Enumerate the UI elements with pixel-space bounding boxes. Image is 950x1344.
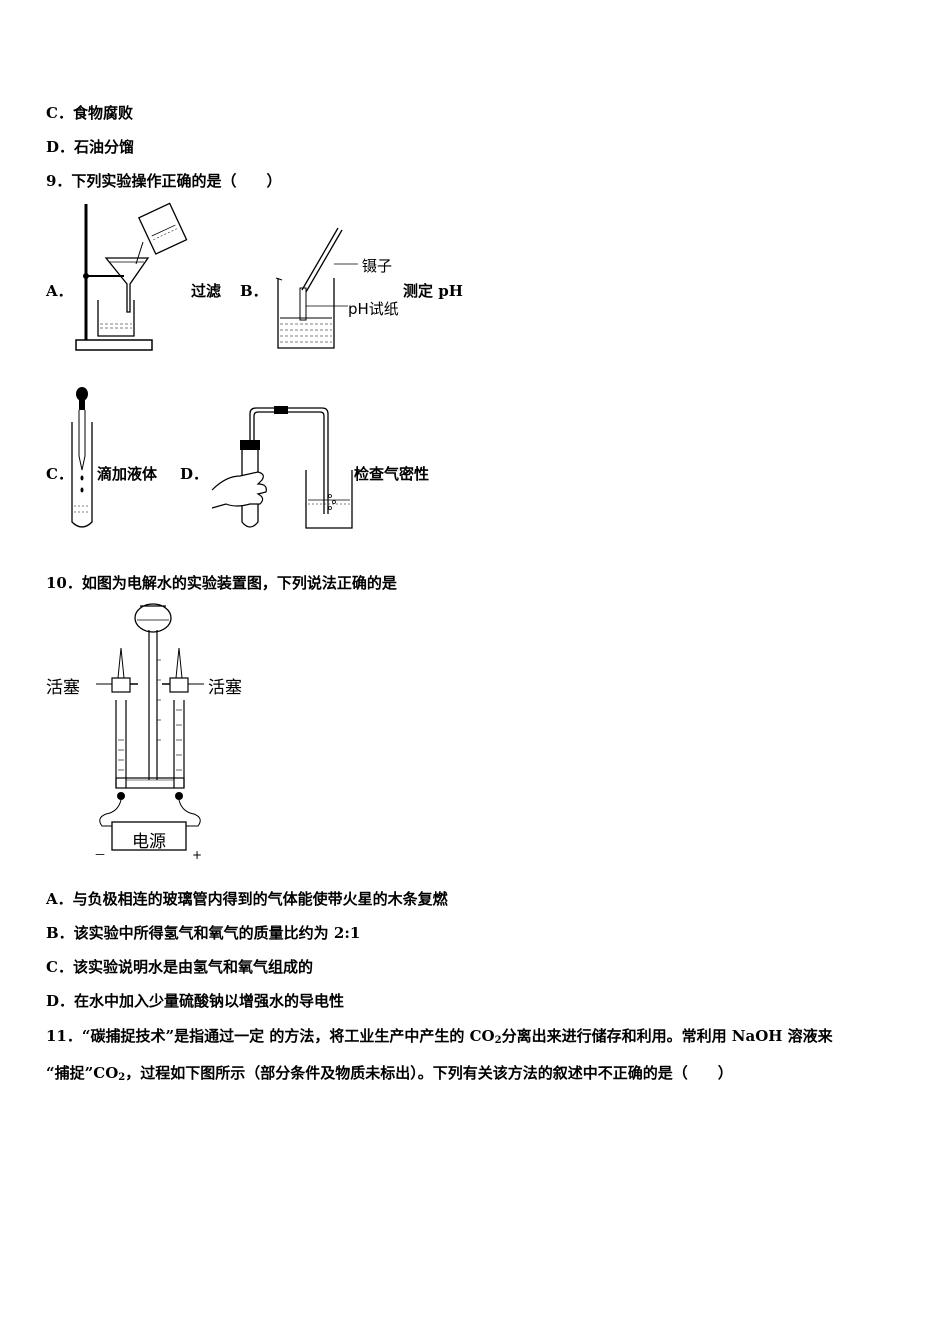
- q9-option-d-letter: D．: [180, 465, 209, 483]
- power-supply-label: 电源: [132, 832, 166, 852]
- q9-option-b-caption: 测定 pH: [403, 282, 463, 300]
- tweezers-label: 镊子: [362, 257, 393, 275]
- q11-line2-part-b: ，过程如下图所示（部分条件及物质未标出）。下列有关该方法的叙述中不正确的是（ ）: [125, 1064, 733, 1082]
- q10-option-b: B．该实验中所得氢气和氧气的质量比约为 2:1: [46, 924, 361, 942]
- question-9-stem: 9．下列实验操作正确的是（ ）: [46, 172, 282, 190]
- negative-terminal-label: －: [94, 848, 107, 862]
- q9-option-c-caption: 滴加液体: [97, 465, 158, 483]
- option-d-petroleum-distillation: D．石油分馏: [46, 138, 135, 156]
- ph-paper-label: pH试纸: [348, 300, 399, 318]
- q10-option-a: A．与负极相连的玻璃管内得到的气体能使带火星的木条复燃: [46, 890, 448, 908]
- electrolysis-apparatus-figure: [40, 600, 260, 865]
- q10-option-d: D．在水中加入少量硫酸钠以增强水的导电性: [46, 992, 345, 1010]
- q9-option-a-letter: A．: [46, 282, 73, 300]
- dropper-test-tube-figure: [66, 386, 98, 532]
- q11-line1-part-b: 分离出来进行储存和利用。常利用 NaOH 溶液来: [501, 1027, 833, 1045]
- q11-line1-part-a: 11．“碳捕捉技术”是指通过一定 的方法，将工业生产中产生的 CO: [46, 1027, 495, 1045]
- stopcock-left-label: 活塞: [46, 678, 80, 698]
- question-11-line-1: 11．“碳捕捉技术”是指通过一定 的方法，将工业生产中产生的 CO2分离出来进行…: [46, 1025, 833, 1046]
- question-10-stem: 10．如图为电解水的实验装置图，下列说法正确的是: [46, 574, 397, 592]
- option-c-food-decay: C．食物腐败: [46, 104, 133, 122]
- filtration-apparatus-figure: [70, 200, 190, 352]
- ph-test-figure: [268, 220, 398, 352]
- q9-option-a-caption: 过滤: [191, 282, 222, 300]
- airtightness-check-figure: [206, 404, 356, 534]
- stopcock-right-label: 活塞: [208, 678, 242, 698]
- positive-terminal-label: +: [192, 848, 203, 862]
- q11-line2-part-a: “捕捉”CO: [46, 1064, 119, 1082]
- q10-option-c: C．该实验说明水是由氢气和氧气组成的: [46, 958, 313, 976]
- q9-option-c-letter: C．: [46, 465, 73, 483]
- question-11-line-2: “捕捉”CO2，过程如下图所示（部分条件及物质未标出）。下列有关该方法的叙述中不…: [46, 1062, 733, 1083]
- q11-line1-subscript: 2: [494, 1035, 502, 1046]
- q9-option-d-caption: 检查气密性: [354, 465, 430, 483]
- q11-line2-subscript: 2: [118, 1072, 126, 1083]
- q9-option-b-letter: B．: [240, 282, 268, 300]
